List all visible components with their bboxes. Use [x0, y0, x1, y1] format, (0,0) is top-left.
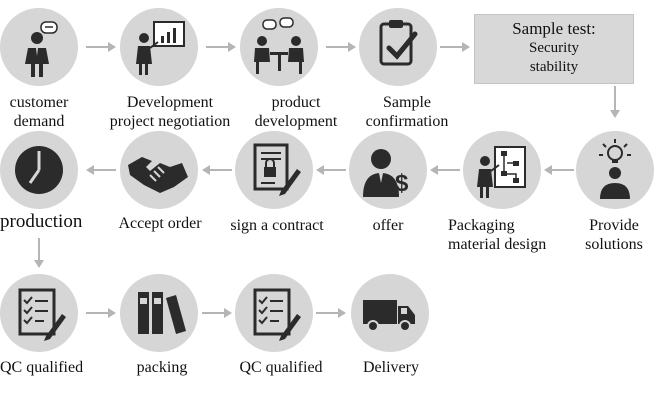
checklist-pen-icon: [18, 288, 66, 341]
truck-icon: [363, 300, 415, 332]
clipboard-check-icon: [379, 20, 418, 66]
arrow-right-4: [440, 42, 470, 52]
sample-test-title: Sample test:: [512, 19, 596, 38]
arrow-down-2: [34, 238, 44, 268]
checklist-pen-icon: [253, 288, 301, 341]
step-offer: offer: [372, 217, 404, 234]
sample-test-box: Sample test: Security stability: [474, 14, 634, 84]
arrow-right-3: [326, 42, 356, 52]
step-qc-qualified-1: QC qualified: [0, 359, 84, 376]
sample-test-stability: stability: [529, 59, 579, 75]
step-sample-confirmation: Sample confirmation: [365, 94, 449, 130]
development-negotiation-circle: [120, 8, 198, 86]
step-production: production: [0, 211, 83, 232]
presentation-board-icon: [136, 21, 185, 75]
step-packaging-material-design: Packaging material design: [448, 217, 547, 253]
customer-person-icon: [25, 21, 58, 77]
arrow-left-5: [86, 165, 116, 175]
packaging-design-circle: [463, 131, 541, 209]
step-product-development: product development: [254, 94, 338, 130]
step-delivery: Delivery: [363, 359, 419, 376]
arrow-right-5: [86, 308, 116, 318]
arrow-left-2: [430, 165, 460, 175]
sample-test-security: Security: [529, 40, 579, 56]
step-provide-solutions: Provide solutions: [585, 217, 643, 253]
contract-pen-icon: [253, 143, 301, 196]
arrow-left-4: [202, 165, 232, 175]
offer-circle: $: [349, 131, 427, 209]
businessman-dollar-icon: $: [363, 149, 409, 197]
production-circle: [0, 131, 78, 209]
product-development-circle: [240, 8, 318, 86]
delivery-circle: [351, 274, 429, 352]
packing-circle: [120, 274, 198, 352]
step-accept-order: Accept order: [118, 215, 202, 232]
sign-contract-circle: [235, 131, 313, 209]
provide-solutions-circle: [576, 131, 654, 209]
handshake-icon: [128, 157, 188, 193]
arrow-left-1: [544, 165, 574, 175]
lightbulb-person-icon: [599, 139, 631, 199]
step-development-project-negotiation: Development project negotiation: [109, 94, 231, 130]
arrow-right-7: [316, 308, 346, 318]
flowchart-board-icon: [477, 146, 526, 198]
arrow-right-6: [202, 308, 232, 318]
meeting-icon: [254, 17, 304, 74]
arrow-down-1: [610, 86, 620, 118]
step-customer-demand: customer demand: [9, 94, 69, 130]
step-qc-qualified-2: QC qualified: [239, 359, 323, 376]
step-sign-a-contract: sign a contract: [230, 217, 324, 234]
arrow-left-3: [316, 165, 346, 175]
step-packing: packing: [136, 359, 188, 376]
arrow-right-1: [86, 42, 116, 52]
accept-order-circle: [120, 131, 198, 209]
customer-demand-circle: [0, 8, 78, 86]
binders-icon: [138, 292, 186, 334]
arrow-right-2: [206, 42, 236, 52]
qc-qualified-2-circle: [235, 274, 313, 352]
clock-icon: [15, 146, 63, 194]
qc-qualified-1-circle: [0, 274, 78, 352]
svg-text:$: $: [395, 170, 409, 197]
sample-confirmation-circle: [359, 8, 437, 86]
